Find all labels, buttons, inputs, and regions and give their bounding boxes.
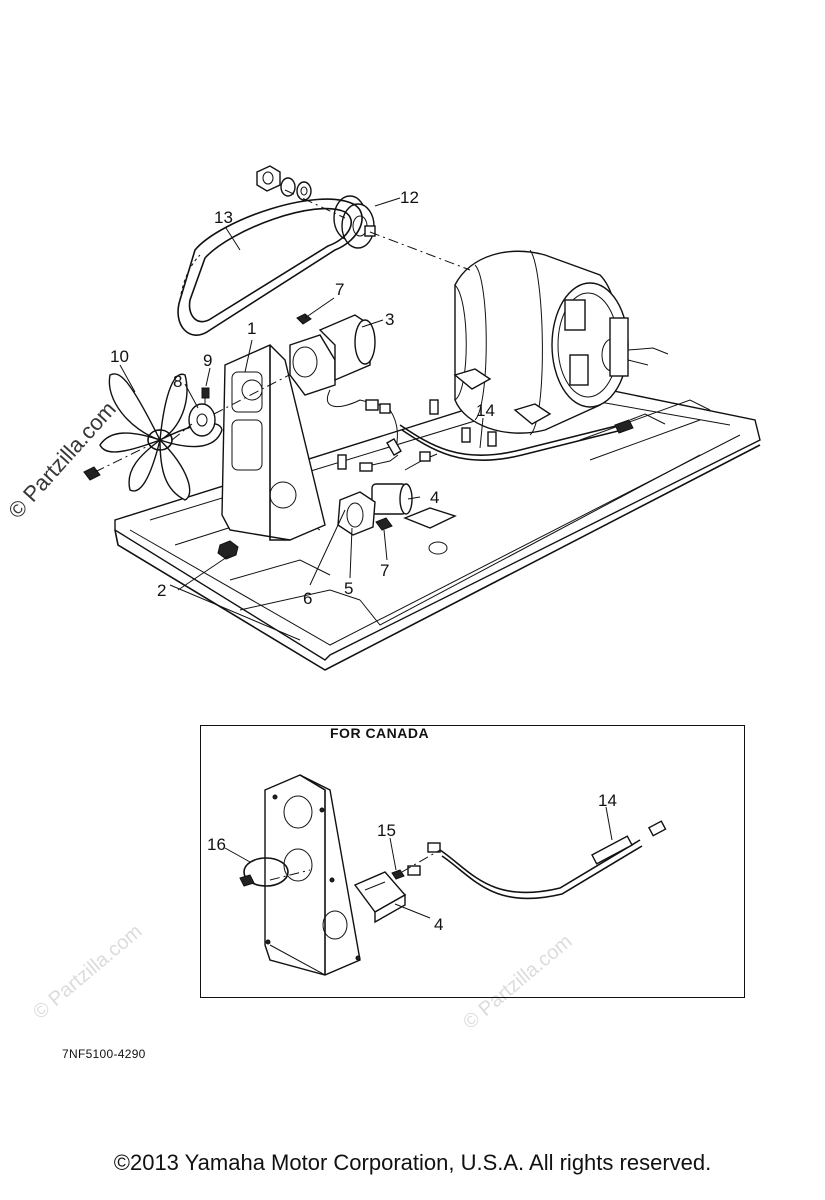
leader-line: [369, 231, 471, 271]
callout-14: 14: [476, 401, 495, 420]
callout-16: 16: [207, 835, 226, 854]
callout-7-bottom: 7: [380, 561, 389, 580]
callout-8: 8: [173, 372, 182, 391]
harness-lead: [629, 413, 666, 425]
harness-connector: [614, 419, 634, 434]
wire-harness: [399, 424, 621, 457]
callout-7-top: 7: [335, 280, 344, 299]
leader-line: [171, 423, 193, 441]
leader-line: [213, 371, 296, 415]
stud: [429, 399, 439, 415]
canada-inset-drawing: [224, 774, 667, 976]
drawing-code: 7NF5100-4290: [62, 1047, 146, 1061]
inset-title: FOR CANADA: [330, 725, 430, 741]
canada-inset-frame: [200, 725, 745, 998]
callout-13: 13: [214, 208, 233, 227]
callout-4: 4: [430, 488, 439, 507]
capacitor: [371, 483, 413, 515]
callout-15: 15: [377, 821, 396, 840]
callout-10: 10: [110, 347, 129, 366]
fan-bracket: [221, 344, 326, 541]
callout-3: 3: [385, 310, 394, 329]
callout-6: 6: [303, 589, 312, 608]
copyright-notice: ©2013 Yamaha Motor Corporation, U.S.A. A…: [113, 1150, 712, 1175]
nut-and-washers: [256, 165, 312, 201]
stud: [461, 427, 471, 443]
callout-5: 5: [344, 579, 353, 598]
v-belt: [177, 198, 363, 336]
grease-nipple: [201, 387, 210, 405]
watermark-text: © Partzilla.com: [3, 396, 121, 523]
leader-line: [284, 189, 346, 219]
stud: [487, 431, 497, 447]
callout-12: 12: [400, 188, 419, 207]
callout-1: 1: [247, 319, 256, 338]
motor-assembly: [289, 314, 381, 408]
callout-2: 2: [157, 581, 166, 600]
stud: [337, 454, 347, 470]
bracket-plate: [403, 507, 457, 529]
grommet: [428, 541, 448, 555]
callout-4-inset: 4: [434, 915, 443, 934]
callout-9: 9: [203, 351, 212, 370]
fan-hub: [188, 403, 216, 437]
cooling-fan: [99, 373, 223, 501]
wire-harness-outline: [401, 429, 623, 462]
drain-plug: [217, 540, 239, 560]
wire-connectors: [359, 399, 438, 472]
watermark-text: © Partzilla.com: [29, 920, 146, 1023]
leader-line: [94, 445, 149, 473]
bolt-7-bottom: [375, 517, 393, 531]
fan-bolt: [83, 466, 101, 481]
callout-14-inset: 14: [598, 791, 617, 810]
callout-leaders: [119, 197, 484, 591]
electric-motor: [453, 249, 669, 436]
